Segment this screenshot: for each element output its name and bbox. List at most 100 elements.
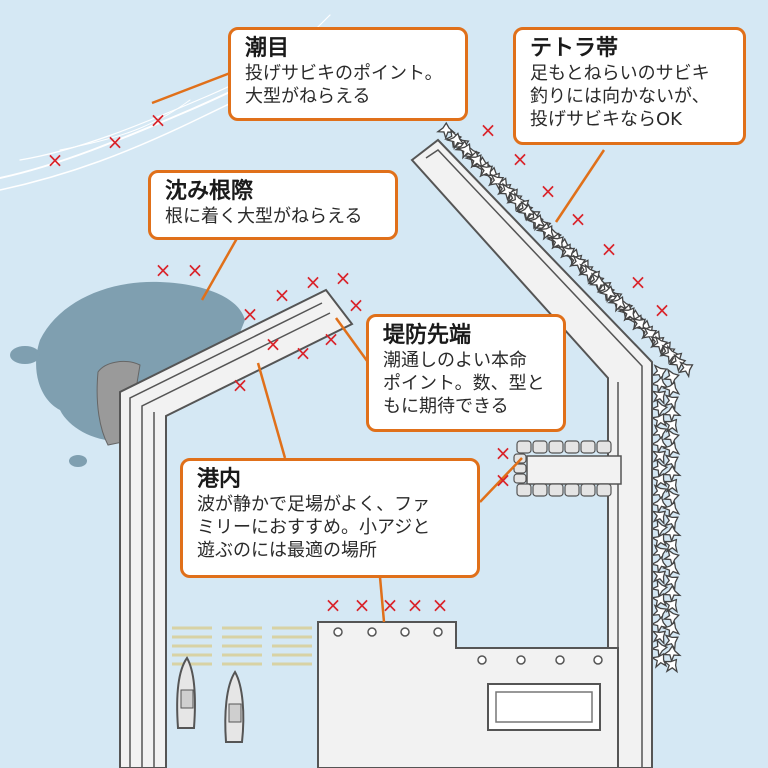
tetrapod	[620, 307, 636, 322]
callout-kounai: 港内 波が静かで足場がよく、ファ ミリーにおすすめ。小アジと 遊ぶのには最適の場…	[180, 458, 480, 578]
fishing-point-marker: ×	[407, 593, 424, 617]
fishing-point-marker: ×	[295, 341, 312, 365]
quay	[317, 621, 619, 768]
tetrapod	[651, 570, 667, 586]
tetrapod	[445, 132, 466, 150]
callout-tetora: テトラ帯 足もとねらいのサビキ 釣りには向かないが、 投げサビキならOK	[513, 27, 746, 145]
fishing-point-marker: ×	[480, 118, 497, 142]
fishing-point-marker: ×	[232, 373, 249, 397]
boat-slipways	[172, 626, 312, 666]
callout-line: 波が静かで足場がよく、ファ	[197, 494, 431, 515]
warehouse	[487, 683, 601, 731]
bollard	[400, 627, 410, 637]
pointer-kounai-a	[256, 362, 287, 459]
bollard	[433, 627, 443, 637]
fishing-point-marker: ×	[654, 298, 671, 322]
tetrapod	[662, 418, 678, 434]
callout-title: テトラ帯	[530, 36, 619, 61]
fishing-point-marker: ×	[150, 108, 167, 132]
tetrapod	[662, 548, 680, 568]
concrete-block	[516, 440, 532, 454]
tetrapod	[662, 368, 680, 388]
tetrapod	[663, 514, 679, 531]
tetrapod	[650, 335, 669, 355]
callout-teibou: 堤防先端 潮通しのよい本命 ポイント。数、型と もに期待できる	[366, 314, 566, 432]
tetrapod	[677, 361, 694, 379]
callout-line: 釣りには向かないが、	[530, 86, 710, 107]
pointer-shizumine	[200, 232, 242, 301]
tetrapod	[662, 598, 678, 614]
tetrapod	[662, 658, 678, 674]
fishing-point-marker: ×	[107, 130, 124, 154]
callout-shiome: 潮目 投げサビキのポイント。 大型がねらえる	[228, 27, 468, 121]
fishing-point-marker: ×	[512, 147, 529, 171]
bollard	[555, 655, 565, 665]
tetrapod	[609, 295, 628, 313]
fishing-point-marker: ×	[382, 593, 399, 617]
tetrapod	[497, 182, 516, 202]
fishing-point-marker: ×	[265, 332, 282, 356]
concrete-block	[564, 483, 580, 497]
callout-line: 遊ぶのには最適の場所	[197, 540, 377, 561]
tetrapod	[663, 574, 679, 591]
fishing-point-marker: ×	[325, 593, 342, 617]
fishing-point-marker: ×	[47, 148, 64, 172]
tetrapod	[663, 394, 679, 411]
tetrapod	[456, 142, 475, 160]
tetrapod	[651, 390, 667, 406]
concrete-block	[580, 483, 596, 497]
tetrapod	[538, 224, 555, 241]
tetrapod	[662, 428, 680, 448]
fishing-point-marker: ×	[323, 327, 340, 351]
tetrapod	[663, 454, 679, 471]
concrete-block	[516, 483, 532, 497]
callout-title: 堤防先端	[383, 323, 472, 348]
concrete-block	[513, 473, 527, 484]
small-jetty	[513, 440, 622, 497]
concrete-block	[513, 463, 527, 474]
tetrapod	[507, 191, 526, 212]
fishing-point-marker: ×	[242, 302, 259, 326]
fishing-point-marker: ×	[432, 593, 449, 617]
tetrapod-armor	[436, 121, 694, 674]
concrete-block	[548, 483, 564, 497]
callout-title: 沈み根際	[165, 179, 254, 204]
tetrapod	[660, 344, 679, 365]
fishing-point-marker: ×	[348, 293, 365, 317]
tetrapod	[527, 214, 547, 232]
fishing-point-marker: ×	[274, 283, 291, 307]
moored-boat	[176, 656, 196, 729]
tetrapod	[517, 203, 537, 222]
bollard	[593, 655, 603, 665]
fishing-point-marker: ×	[570, 207, 587, 231]
tetrapod	[569, 254, 587, 273]
tetrapod	[651, 450, 667, 466]
tetrapod	[663, 634, 679, 651]
concrete-block	[596, 440, 612, 454]
tetrapod	[662, 608, 680, 628]
concrete-block	[548, 440, 564, 454]
callout-line: 投げサビキのポイント。	[245, 63, 443, 84]
concrete-block	[596, 483, 612, 497]
concrete-block	[532, 483, 548, 497]
fishing-point-marker: ×	[540, 179, 557, 203]
callout-shizumine: 沈み根際 根に着く大型がねらえる	[148, 170, 398, 240]
callout-line: ポイント。数、型と	[383, 373, 545, 394]
tetrapod	[662, 488, 680, 508]
fishing-point-marker: ×	[335, 266, 352, 290]
callout-line: 大型がねらえる	[245, 86, 371, 107]
callout-title: 潮目	[245, 36, 290, 61]
callout-pointers	[151, 68, 606, 623]
fishing-point-marker: ×	[601, 237, 618, 261]
callout-title: 港内	[197, 467, 242, 492]
tetrapod	[651, 630, 667, 646]
callout-line: 足もとねらいのサビキ	[530, 63, 710, 84]
tetrapod	[662, 478, 678, 494]
bollard	[516, 655, 526, 665]
submerged-reef	[10, 281, 245, 467]
concrete-block	[580, 440, 596, 454]
callout-line: ミリーにおすすめ。小アジと	[197, 517, 431, 538]
tetrapod	[651, 510, 667, 526]
tetrapod	[578, 263, 597, 283]
tetrapod	[549, 236, 564, 251]
